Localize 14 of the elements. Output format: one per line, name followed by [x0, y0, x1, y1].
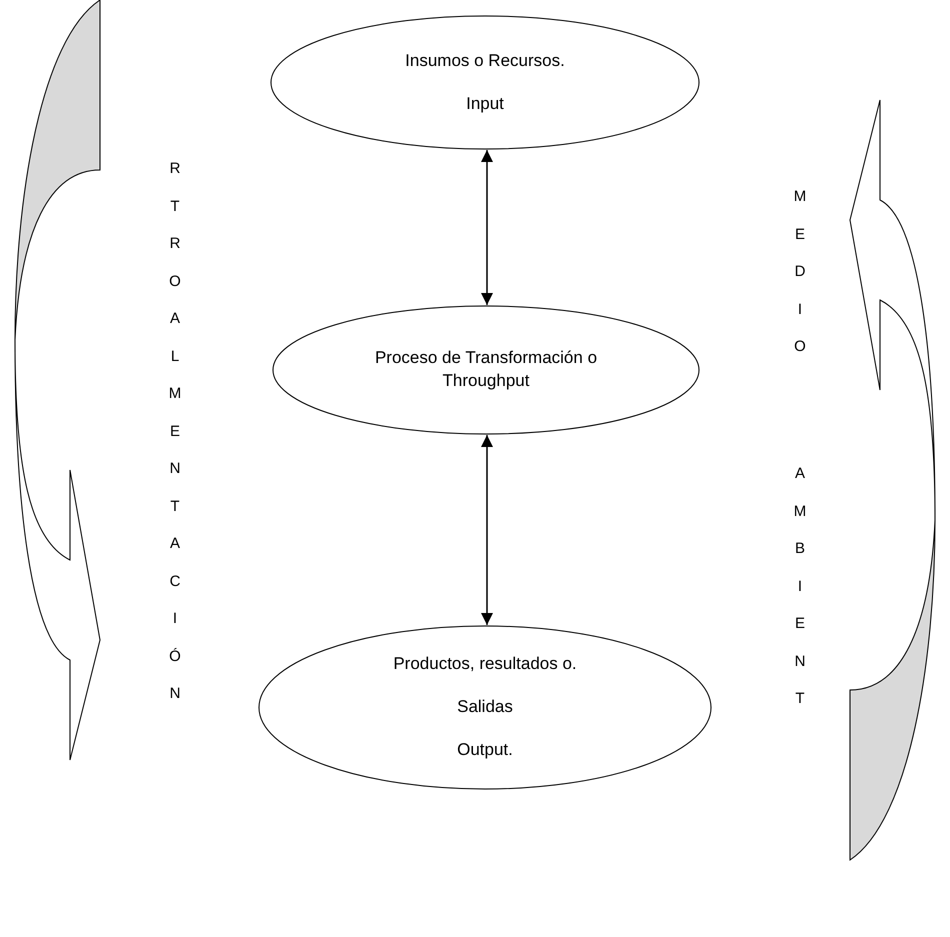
double-arrow: [481, 435, 493, 625]
node-text: Productos, resultados o.: [393, 653, 577, 676]
vertical-label: R T R O A L M E N T A C I Ó N: [168, 159, 182, 704]
ellipse-node: [258, 625, 712, 790]
node-text: Proceso de Transformación o Throughput: [374, 347, 598, 392]
node-text: Salidas: [457, 696, 513, 718]
double-arrow: [481, 150, 493, 305]
ellipse-node: [270, 15, 700, 150]
vertical-label: A M B I E N T: [792, 464, 808, 709]
ellipse-node: [272, 305, 700, 435]
node-text: Output.: [457, 738, 513, 761]
node-text: Insumos o Recursos.: [405, 50, 565, 72]
node-text: Input: [466, 92, 504, 114]
vertical-label: M E D I O: [792, 187, 808, 357]
